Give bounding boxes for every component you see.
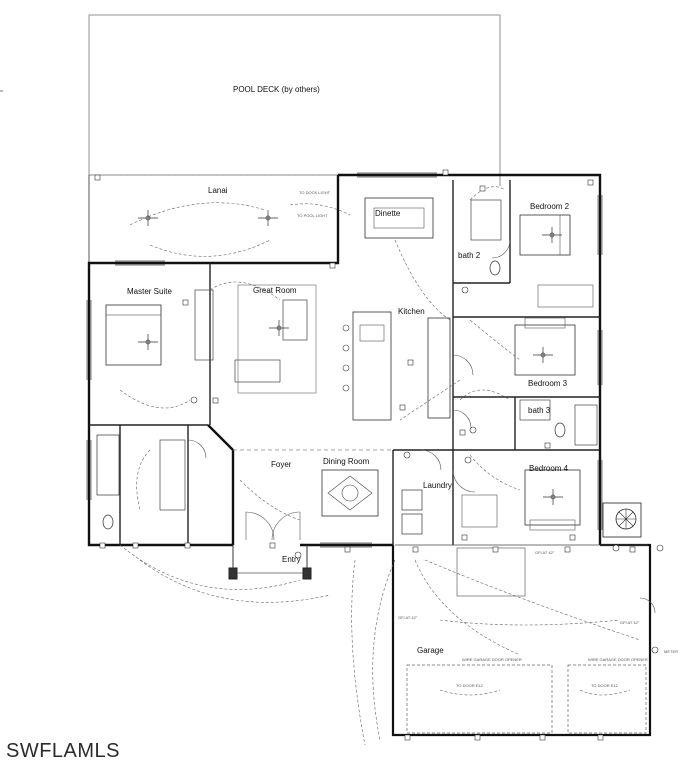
bedroom4-label: Bedroom 4: [529, 464, 569, 473]
ac-unit: [602, 502, 642, 538]
master-tub: [96, 434, 120, 496]
note-meter: METER: [664, 649, 678, 654]
note-dock-light: TO DOCK LIGHT: [299, 190, 331, 195]
garage-door-right: [567, 664, 647, 734]
dining-table: [321, 469, 379, 517]
ceiling-fans: [138, 210, 563, 505]
kitchen-label: Kitchen: [398, 307, 425, 316]
note-pool-light: TO POOL LIGHT: [297, 213, 328, 218]
note-door-e12-left: TO DOOR E12: [456, 683, 483, 688]
garage-door-left: [406, 664, 553, 734]
light-fixtures: [190, 286, 664, 654]
note-garage-opener-left: WIRE GARAGE DOOR OPENER: [462, 657, 522, 662]
interior-walls: [89, 180, 600, 545]
dinette-label: Dinette: [375, 209, 401, 218]
door-swings: [187, 239, 656, 614]
pool-deck-label: POOL DECK (by others): [233, 85, 320, 94]
dining-room-label: Dining Room: [323, 457, 370, 466]
garage-walls: [391, 543, 652, 737]
great-room-label: Great Room: [253, 286, 297, 295]
master-suite-label: Master Suite: [127, 287, 172, 296]
electrical-circuits: [119, 186, 641, 746]
bath2-label: bath 2: [458, 251, 481, 260]
bedroom3-label: Bedroom 3: [528, 379, 568, 388]
washer: [401, 489, 423, 511]
outlets: [94, 169, 636, 741]
bath3-label: bath 3: [528, 406, 551, 415]
lanai-label: Lanai: [208, 186, 228, 195]
master-bed: [105, 304, 162, 366]
garage-storage: [456, 547, 526, 597]
laundry-label: Laundry: [423, 481, 452, 490]
dryer: [401, 513, 423, 535]
watermark: SWFLAMLS: [6, 740, 121, 762]
bedroom4-bed: [524, 469, 581, 526]
pool-deck-outline: [88, 14, 501, 176]
kitchen-island: [352, 311, 392, 421]
entry-porch: [228, 545, 312, 580]
note-gfi-b: GFI AT 42": [398, 615, 418, 620]
great-room-rug: [237, 284, 317, 394]
windows: [86, 172, 603, 548]
entry-label: Entry: [282, 555, 301, 564]
exterior-walls: [87, 173, 602, 547]
foyer-label: Foyer: [271, 460, 292, 469]
kitchen-counter: [427, 317, 451, 419]
note-gfi-a: GFI AT 42": [535, 550, 555, 555]
note-garage-opener-right: WIRE GARAGE DOOR OPENER: [588, 657, 648, 662]
note-gfi-c: GFI AT 42": [620, 620, 640, 625]
garage-label: Garage: [417, 646, 444, 655]
bedroom2-label: Bedroom 2: [530, 202, 570, 211]
bedroom3-bed: [514, 324, 576, 376]
dinette-table: [364, 197, 434, 239]
note-door-e12-right: TO DOOR E12: [591, 683, 618, 688]
